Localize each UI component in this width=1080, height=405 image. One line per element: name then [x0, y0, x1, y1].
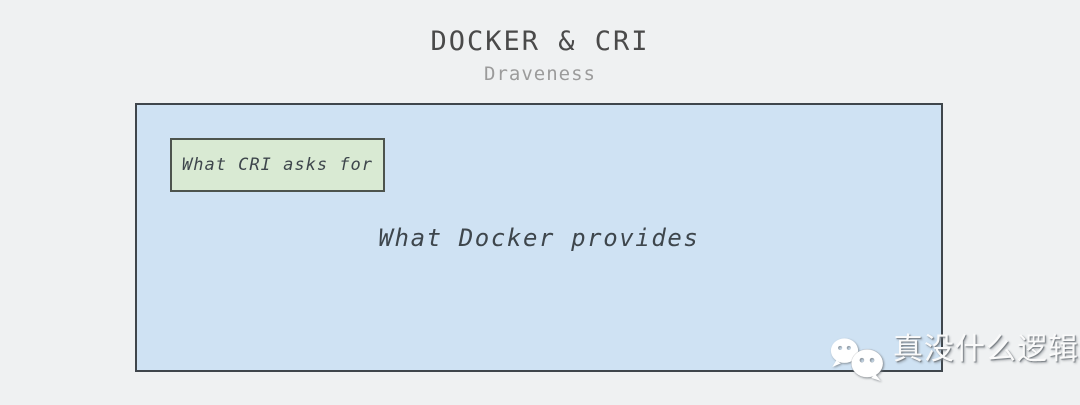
wechat-icon: [830, 338, 884, 382]
docker-provides-box: What CRI asks for What Docker provides: [135, 103, 943, 372]
page-subtitle: Draveness: [484, 63, 596, 85]
watermark: 真没什么逻辑: [830, 333, 1079, 388]
cri-asks-box: What CRI asks for: [170, 138, 385, 192]
page-title: DOCKER & CRI: [430, 26, 650, 57]
cri-asks-label: What CRI asks for: [182, 155, 373, 175]
docker-provides-label: What Docker provides: [378, 223, 700, 252]
watermark-text: 真没什么逻辑: [893, 332, 1079, 367]
